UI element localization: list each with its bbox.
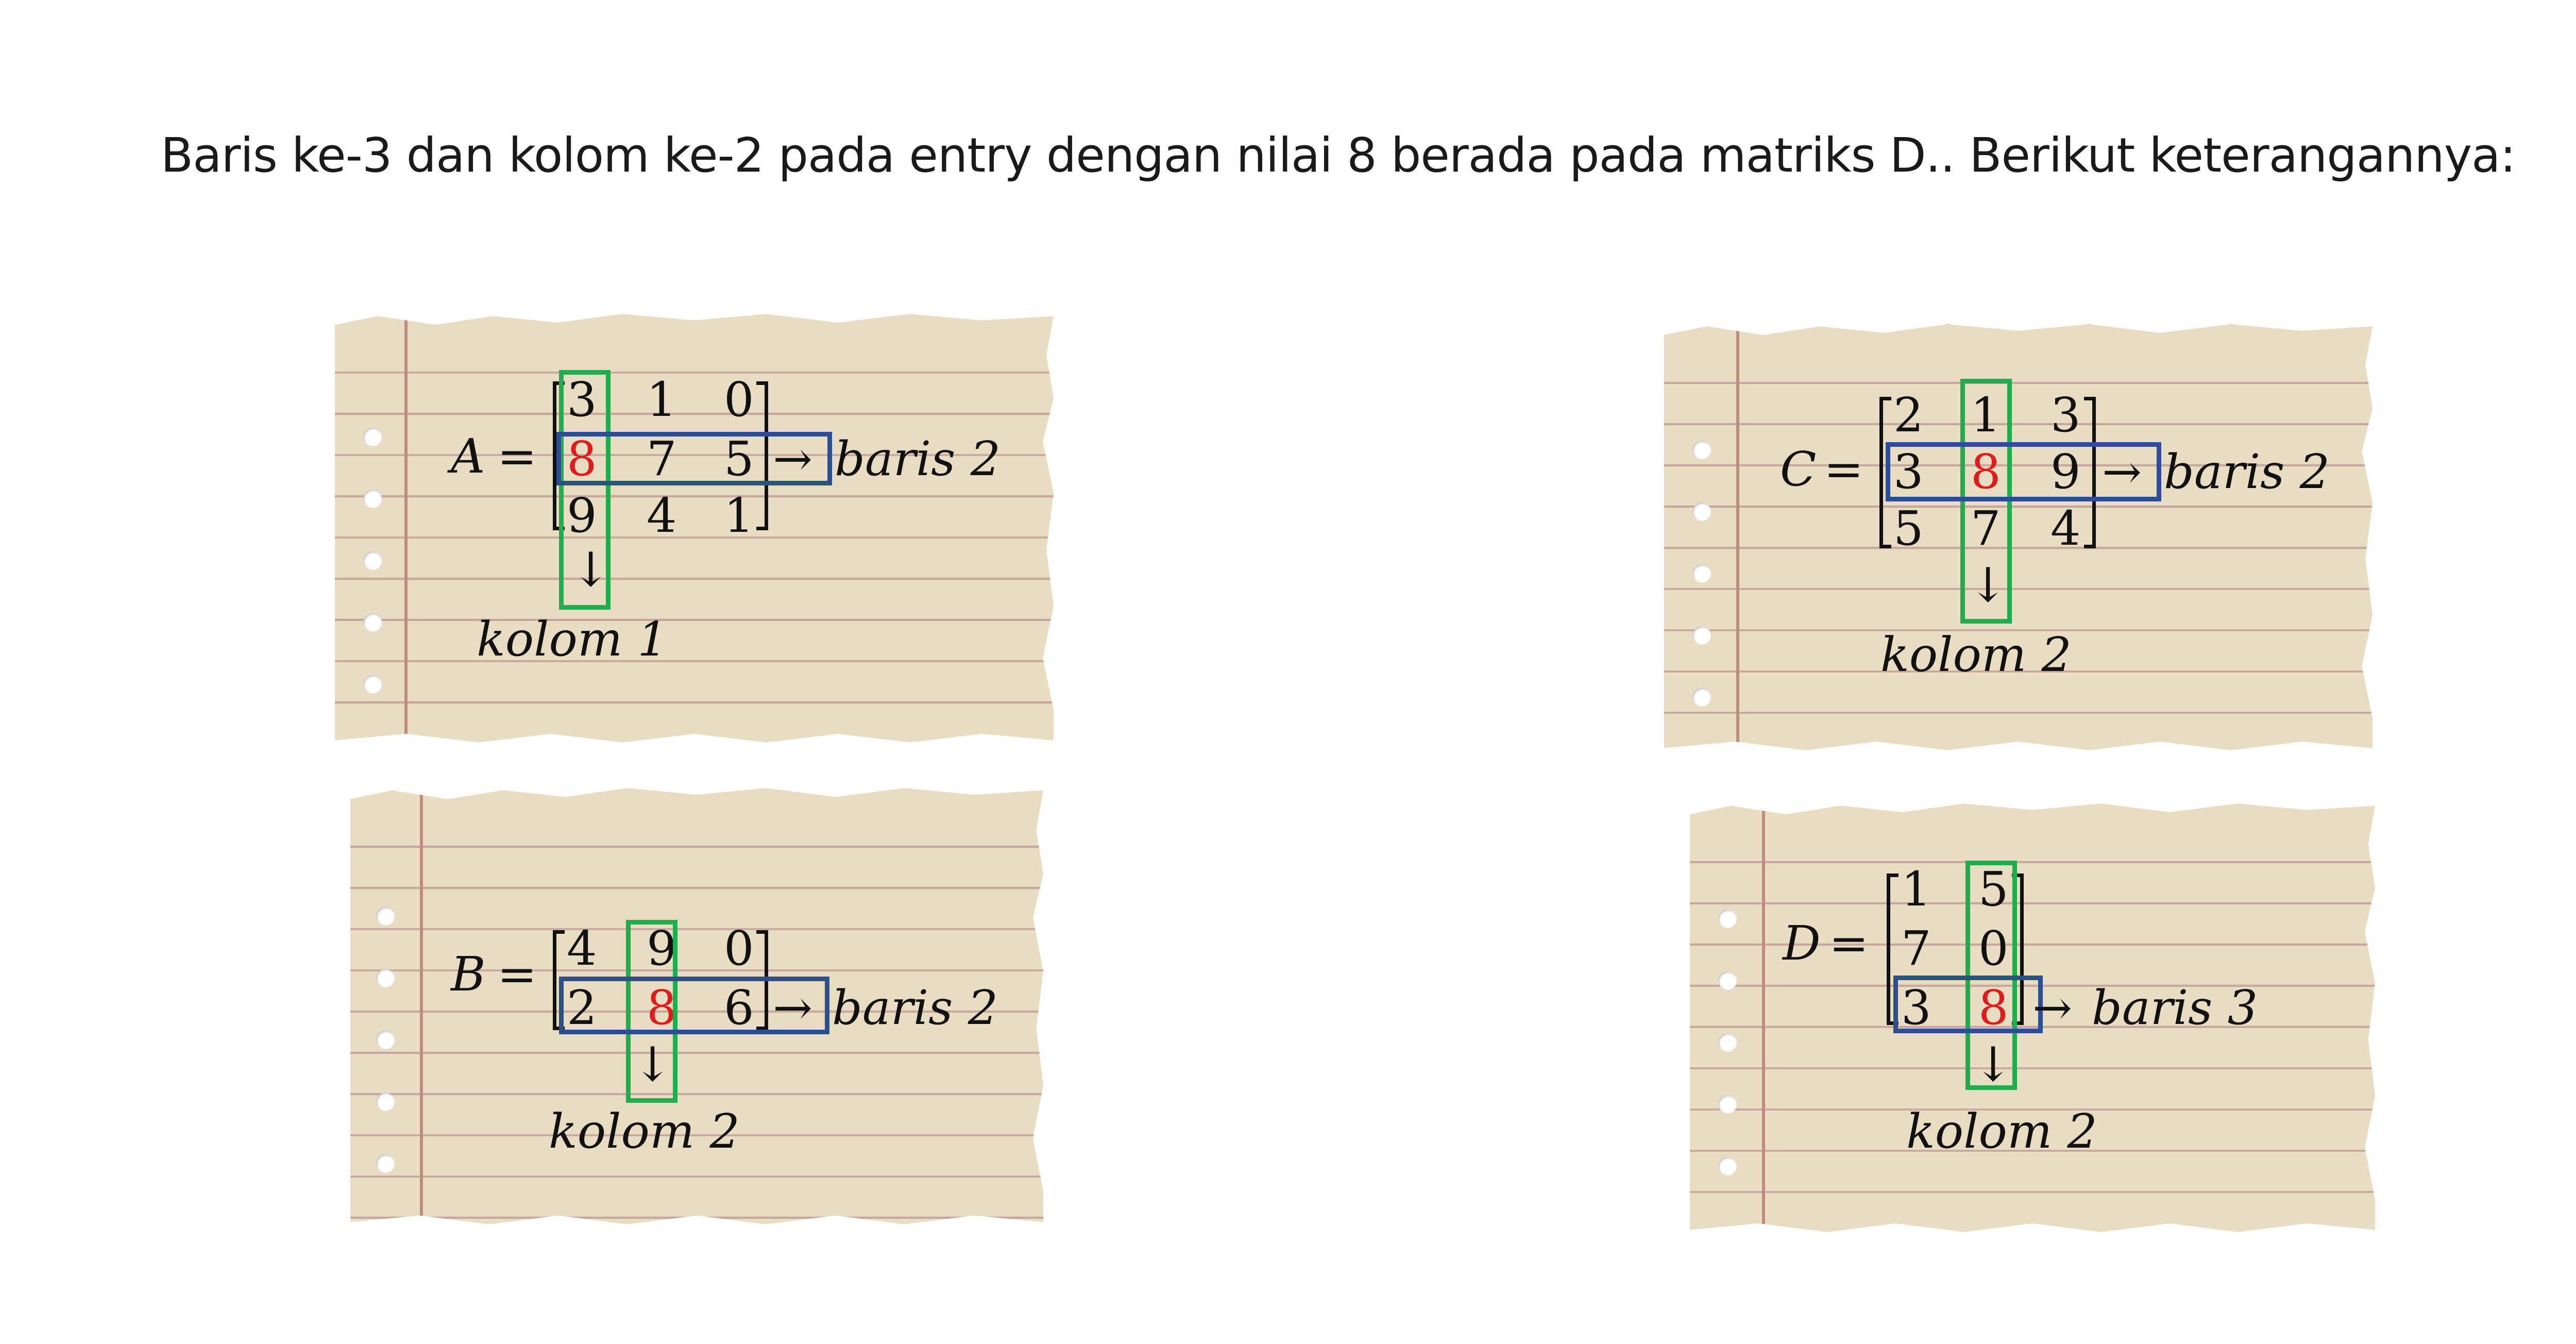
punch-hole (1718, 1157, 1737, 1175)
right-bracket (2012, 873, 2024, 1025)
arrow-down: ↓ (571, 542, 611, 597)
right-bracket (2084, 397, 2096, 548)
margin-line (404, 314, 408, 743)
matrix-entry: 9 (567, 488, 597, 543)
right-bracket (756, 381, 768, 530)
arrow-right: → (773, 431, 813, 486)
row-label: baris 2 (2164, 444, 2330, 499)
matrix-entry: 0 (724, 921, 754, 976)
equals-sign: = (1824, 442, 1864, 497)
matrix-entry: 1 (647, 372, 677, 427)
column-label: kolom 2 (1906, 1104, 2097, 1159)
matrix-entry: 0 (724, 372, 754, 427)
punch-hole (1718, 910, 1737, 928)
punch-hole (1692, 626, 1711, 645)
matrix-entry: 7 (1901, 921, 1931, 976)
equals-sign: = (497, 947, 537, 1002)
punch-hole (363, 551, 382, 570)
equals-sign: = (497, 429, 537, 484)
punch-hole (376, 1031, 395, 1049)
punch-hole (1692, 441, 1711, 459)
matrix-entry: 0 (1978, 921, 2009, 976)
matrix-entry: 2 (567, 980, 597, 1035)
instruction-text: Baris ke-3 dan kolom ke-2 pada entry den… (161, 128, 2516, 183)
highlighted-entry: 8 (647, 980, 677, 1035)
matrix-entry: 1 (1971, 388, 2001, 443)
punch-hole (1718, 1033, 1737, 1052)
column-label: kolom 2 (1880, 627, 2072, 682)
row-highlight-box (1893, 976, 2043, 1033)
matrix-name: B (451, 947, 486, 1002)
arrow-right: → (2102, 444, 2142, 499)
margin-line (1762, 803, 1765, 1232)
margin-line (420, 788, 423, 1224)
column-highlight-box (559, 370, 611, 610)
matrix-name: A (451, 429, 485, 484)
punch-hole (376, 969, 395, 987)
row-label: baris 3 (2092, 980, 2258, 1035)
matrix-entry: 1 (724, 488, 754, 543)
punch-hole (1718, 971, 1737, 990)
matrix-entry: 2 (1893, 388, 1924, 443)
matrix-entry: 7 (1971, 501, 2001, 556)
matrix-entry: 9 (2050, 444, 2081, 499)
arrow-down: ↓ (1973, 1037, 2013, 1092)
column-highlight-box (626, 920, 677, 1103)
punch-hole (376, 907, 395, 926)
punch-hole (363, 675, 382, 694)
note-card-b (350, 788, 1043, 1224)
left-bracket (553, 381, 565, 530)
highlighted-entry: 8 (1978, 980, 2009, 1035)
punch-hole (376, 1093, 395, 1111)
row-label: baris 2 (832, 980, 998, 1035)
matrix-entry: 4 (2050, 501, 2081, 556)
punch-hole (1692, 502, 1711, 521)
matrix-entry: 7 (647, 431, 677, 486)
punch-hole (363, 490, 382, 508)
punch-hole (1692, 688, 1711, 707)
punch-hole (1718, 1095, 1737, 1114)
punch-hole (363, 613, 382, 632)
matrix-entry: 3 (2050, 388, 2081, 443)
arrow-right: → (2032, 980, 2073, 1035)
column-label: kolom 2 (549, 1104, 740, 1159)
row-highlight-box (559, 977, 829, 1034)
matrix-entry: 3 (567, 372, 597, 427)
left-bracket (553, 930, 565, 1030)
matrix-entry: 4 (567, 921, 597, 976)
matrix-entry: 3 (1893, 444, 1924, 499)
note-card-a (335, 314, 1054, 743)
punch-hole (376, 1154, 395, 1173)
arrow-right: → (773, 980, 813, 1035)
matrix-name: C (1780, 442, 1817, 497)
matrix-entry: 9 (647, 921, 677, 976)
row-label: baris 2 (835, 431, 1001, 486)
matrix-entry: 6 (724, 980, 754, 1035)
equals-sign: = (1829, 916, 1869, 971)
highlighted-entry: 8 (567, 431, 597, 486)
column-highlight-box (1965, 861, 2017, 1090)
margin-line (1736, 324, 1739, 750)
matrix-entry: 1 (1901, 862, 1931, 917)
note-card-c (1664, 324, 2372, 750)
arrow-down: ↓ (633, 1037, 673, 1092)
left-bracket (1887, 873, 1899, 1025)
matrix-entry: 5 (1893, 501, 1924, 556)
row-highlight-box (556, 432, 832, 485)
matrix-entry: 4 (647, 488, 677, 543)
arrow-down: ↓ (1968, 558, 2008, 613)
highlighted-entry: 8 (1971, 444, 2001, 499)
row-highlight-box (1886, 442, 2161, 501)
punch-hole (1692, 564, 1711, 583)
note-card-d (1690, 803, 2375, 1232)
matrix-name: D (1783, 916, 1821, 971)
left-bracket (1879, 397, 1891, 548)
matrix-entry: 5 (1978, 862, 2009, 917)
punch-hole (363, 428, 382, 446)
matrix-entry: 3 (1901, 980, 1931, 1035)
matrix-entry: 5 (724, 431, 754, 486)
column-label: kolom 1 (477, 612, 668, 667)
